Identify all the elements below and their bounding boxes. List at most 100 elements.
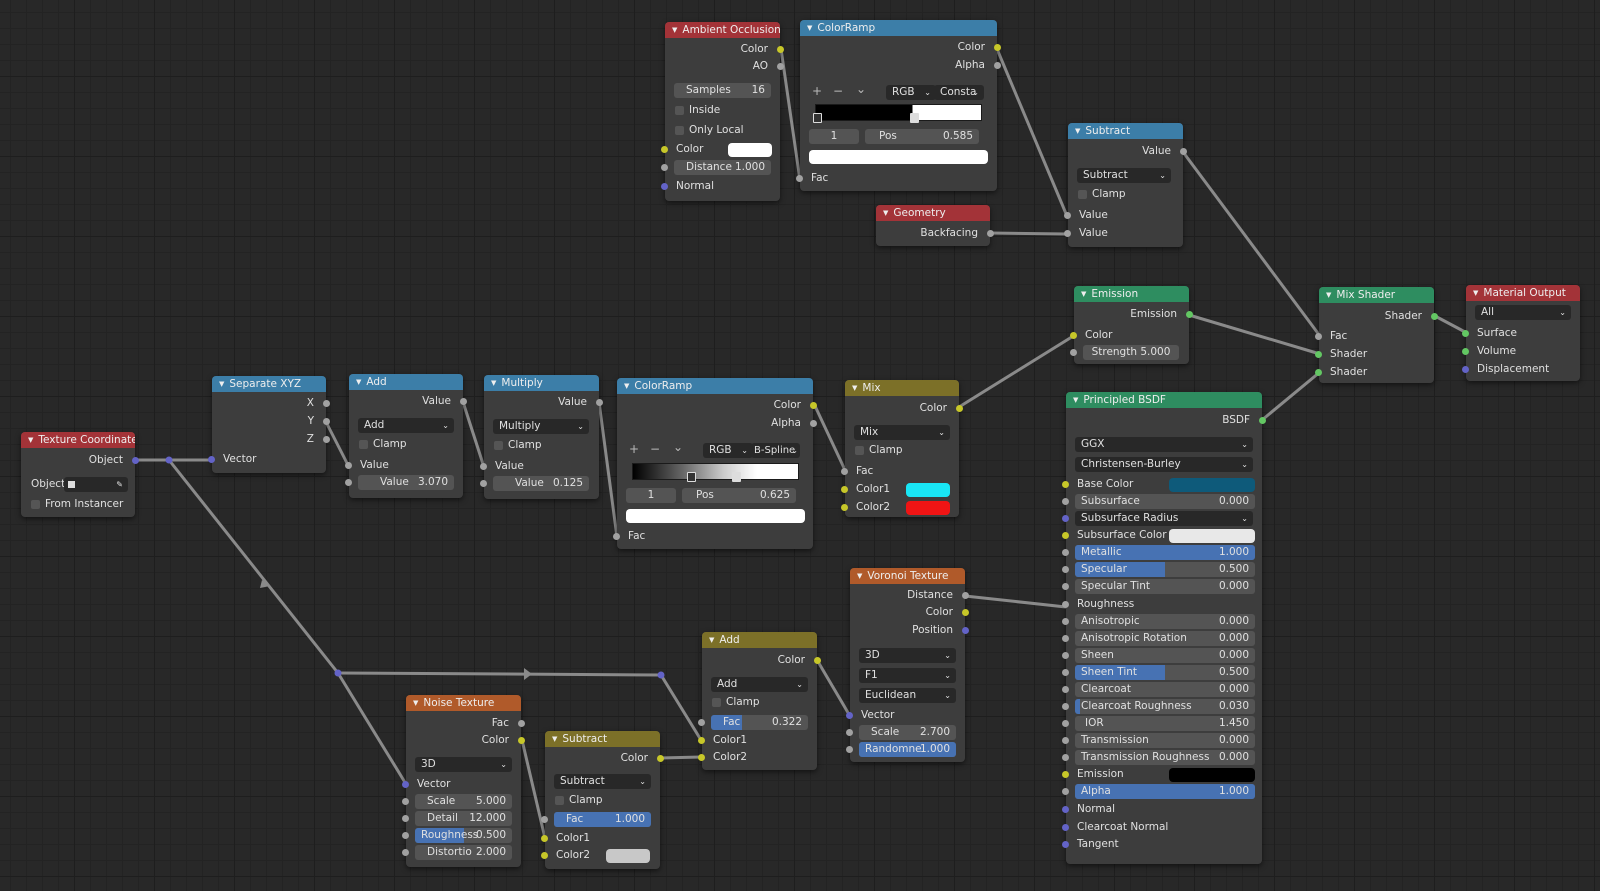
- stop-index-field[interactable]: 1: [626, 488, 676, 503]
- socket-input[interactable]: [1062, 583, 1069, 590]
- node-principled-bsdf[interactable]: ▼Principled BSDF BSDF GGX⌄ Christensen-B…: [1062, 392, 1266, 864]
- socket-input[interactable]: [1062, 720, 1069, 727]
- node-subtract-math[interactable]: ▼Subtract Value Subtract⌄ Clamp Value Va…: [1064, 123, 1187, 247]
- collapse-icon[interactable]: ▼: [1081, 290, 1087, 298]
- inside-checkbox[interactable]: Inside: [675, 103, 720, 118]
- collapse-icon[interactable]: ▼: [413, 699, 419, 707]
- socket-input[interactable]: [402, 815, 409, 822]
- socket-output[interactable]: [810, 402, 817, 409]
- eyedropper-icon[interactable]: ✎: [116, 480, 123, 489]
- color1-swatch[interactable]: [906, 483, 950, 497]
- color2-swatch[interactable]: [906, 501, 950, 515]
- feature-dropdown[interactable]: F1⌄: [859, 668, 956, 683]
- add-stop-button[interactable]: +: [629, 442, 640, 456]
- socket-output[interactable]: [777, 63, 784, 70]
- collapse-icon[interactable]: ▼: [1473, 289, 1479, 297]
- emission-color-swatch[interactable]: [1169, 768, 1255, 782]
- socket-input[interactable]: [846, 746, 853, 753]
- collapse-icon[interactable]: ▼: [1326, 291, 1332, 299]
- node-mix-rgb[interactable]: ▼Mix Color Mix⌄ Clamp Fac Color1 Color2: [841, 380, 963, 517]
- node-header[interactable]: ▼Mix: [845, 380, 959, 396]
- clamp-checkbox[interactable]: Clamp: [855, 443, 903, 458]
- clamp-checkbox[interactable]: Clamp: [494, 438, 542, 453]
- remove-stop-button[interactable]: −: [833, 84, 844, 98]
- socket-output[interactable]: [460, 398, 467, 405]
- collapse-icon[interactable]: ▼: [672, 26, 678, 34]
- socket-input[interactable]: [1315, 351, 1322, 358]
- socket-output[interactable]: [1431, 313, 1438, 320]
- socket-output[interactable]: [994, 62, 1001, 69]
- socket-input[interactable]: [698, 719, 705, 726]
- socket-input[interactable]: [1062, 481, 1069, 488]
- node-header[interactable]: ▼Principled BSDF: [1066, 392, 1262, 408]
- socket-input[interactable]: [1062, 703, 1069, 710]
- node-header[interactable]: ▼Mix Shader: [1319, 287, 1434, 303]
- remove-stop-button[interactable]: −: [650, 442, 661, 456]
- color-stop-handle[interactable]: [687, 472, 696, 482]
- socket-input[interactable]: [402, 781, 409, 788]
- subsurface-color-swatch[interactable]: [1169, 529, 1255, 543]
- socket-input[interactable]: [1070, 332, 1077, 339]
- socket-input[interactable]: [1062, 549, 1069, 556]
- distance-metric-dropdown[interactable]: Euclidean⌄: [859, 688, 956, 703]
- socket-input[interactable]: [1062, 788, 1069, 795]
- color2-swatch[interactable]: [606, 849, 650, 863]
- socket-input[interactable]: [480, 480, 487, 487]
- node-material-output[interactable]: ▼Material Output All⌄ Surface Volume Dis…: [1462, 285, 1580, 381]
- node-header[interactable]: ▼Geometry: [876, 205, 990, 221]
- socket-output[interactable]: [956, 405, 963, 412]
- socket-input[interactable]: [1462, 330, 1469, 337]
- socket-input[interactable]: [345, 462, 352, 469]
- ramp-menu-button[interactable]: ⌄: [856, 82, 867, 96]
- socket-input[interactable]: [661, 164, 668, 171]
- node-header[interactable]: ▼Voronoi Texture: [850, 568, 965, 584]
- base-color-swatch[interactable]: [1169, 478, 1255, 492]
- subsurface-radius-dropdown[interactable]: Subsurface Radius⌄: [1075, 511, 1253, 526]
- collapse-icon[interactable]: ▼: [552, 735, 558, 743]
- socket-output[interactable]: [132, 457, 139, 464]
- clamp-checkbox[interactable]: Clamp: [1078, 187, 1126, 202]
- node-header[interactable]: ▼Add: [349, 374, 463, 390]
- strength-field[interactable]: Strength 5.000: [1083, 345, 1179, 360]
- color-mode-dropdown[interactable]: RGB⌄: [886, 85, 936, 100]
- node-noise-texture[interactable]: ▼Noise Texture Fac Color 3D⌄ Vector Scal…: [402, 695, 525, 867]
- operation-dropdown[interactable]: Subtract⌄: [1077, 168, 1171, 183]
- socket-input[interactable]: [846, 712, 853, 719]
- collapse-icon[interactable]: ▼: [709, 636, 715, 644]
- distribution-dropdown[interactable]: GGX⌄: [1075, 437, 1253, 452]
- socket-output[interactable]: [323, 436, 330, 443]
- node-header[interactable]: ▼Separate XYZ: [212, 376, 326, 392]
- node-header[interactable]: ▼Subtract: [1068, 123, 1183, 139]
- socket-input[interactable]: [1062, 824, 1069, 831]
- color-stop-handle-active[interactable]: [732, 472, 741, 482]
- node-multiply-math[interactable]: ▼Multiply Value Multiply⌄ Clamp Value Va…: [480, 375, 603, 499]
- color-mode-dropdown[interactable]: RGB⌄: [703, 443, 753, 458]
- node-geometry[interactable]: ▼Geometry Backfacing: [876, 205, 994, 246]
- socket-input[interactable]: [1062, 652, 1069, 659]
- socket-output[interactable]: [518, 737, 525, 744]
- socket-output[interactable]: [810, 420, 817, 427]
- node-header[interactable]: ▼Material Output: [1466, 285, 1580, 301]
- socket-input[interactable]: [1062, 686, 1069, 693]
- socket-input[interactable]: [613, 533, 620, 540]
- node-voronoi-texture[interactable]: ▼Voronoi Texture Distance Color Position…: [846, 568, 969, 762]
- node-header[interactable]: ▼Ambient Occlusion: [665, 22, 780, 38]
- socket-input[interactable]: [661, 146, 668, 153]
- socket-output[interactable]: [962, 627, 969, 634]
- socket-input[interactable]: [402, 798, 409, 805]
- socket-output[interactable]: [814, 657, 821, 664]
